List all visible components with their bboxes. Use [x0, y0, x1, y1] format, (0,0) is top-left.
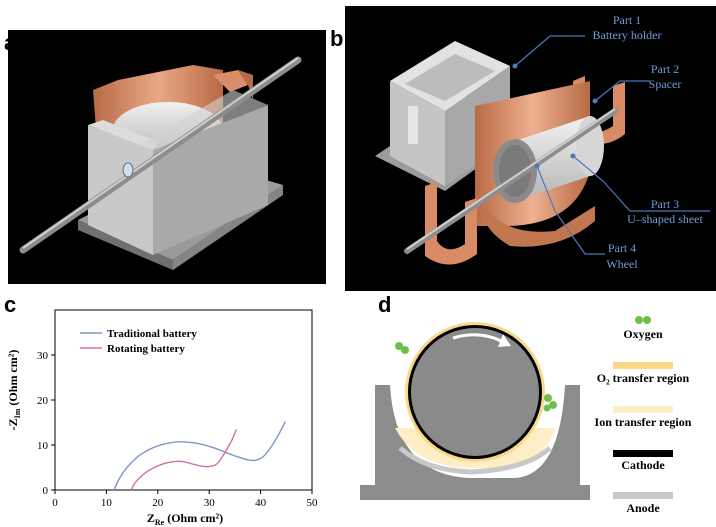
legend-ion-region: Ion transfer region [595, 406, 692, 429]
y-axis-label: -ZIm (Ohm cm²) [6, 350, 22, 431]
panel-a-render [8, 30, 326, 284]
y-tick-label: 20 [37, 395, 49, 407]
part4-name: Part 4 [608, 241, 636, 255]
legend-label-1: Rotating battery [107, 343, 185, 355]
svg-text:Anode: Anode [626, 501, 660, 515]
panel-b-label: b [330, 26, 344, 51]
panel-d-schematic: Oxygen O₂ transfer region Ion transfer r… [360, 316, 692, 515]
y-tick-label: 0 [43, 485, 49, 497]
panel-b-render: Part 1 Battery holder Part 2 Spacer Part… [345, 6, 716, 291]
series-line-1 [130, 428, 238, 491]
x-tick-label: 50 [307, 497, 319, 509]
part3-name: Part 3 [651, 197, 679, 211]
svg-text:O₂ transfer region: O₂ transfer region [597, 371, 690, 385]
x-tick-label: 30 [204, 497, 216, 509]
part2-name: Part 2 [651, 62, 679, 76]
x-tick-label: 0 [52, 497, 58, 509]
part1-name: Part 1 [613, 13, 641, 27]
x-tick-label: 40 [255, 497, 267, 509]
panel-a-label: a [4, 30, 17, 55]
svg-text:Oxygen: Oxygen [623, 327, 663, 341]
part4-desc: Wheel [606, 257, 638, 271]
part2-desc: Spacer [649, 77, 682, 91]
y-tick-label: 10 [37, 440, 49, 452]
part3-desc: U–shaped sheet [627, 212, 703, 226]
legend-oxygen: Oxygen [623, 316, 663, 341]
svg-text:Ion transfer region: Ion transfer region [595, 415, 692, 429]
svg-text:Cathode: Cathode [621, 458, 665, 472]
legend-o2-region: O₂ transfer region [597, 362, 690, 385]
series-line-0 [113, 421, 286, 491]
legend-label-0: Traditional battery [107, 328, 197, 340]
panel-c-label: c [4, 292, 17, 317]
legend-cathode: Cathode [613, 450, 673, 472]
part1-desc: Battery holder [593, 28, 662, 42]
legend-anode: Anode [613, 492, 673, 515]
x-tick-label: 20 [152, 497, 164, 509]
x-axis-label: ZRe (Ohm cm²) [147, 511, 223, 527]
y-tick-label: 30 [37, 350, 49, 362]
spacer [573, 76, 625, 144]
x-tick-label: 10 [101, 497, 113, 509]
impedance-chart: 0 10 20 30 40 50 0 10 20 30 Traditional batteryRo… [6, 309, 319, 527]
panel-d-label: d [378, 292, 392, 317]
